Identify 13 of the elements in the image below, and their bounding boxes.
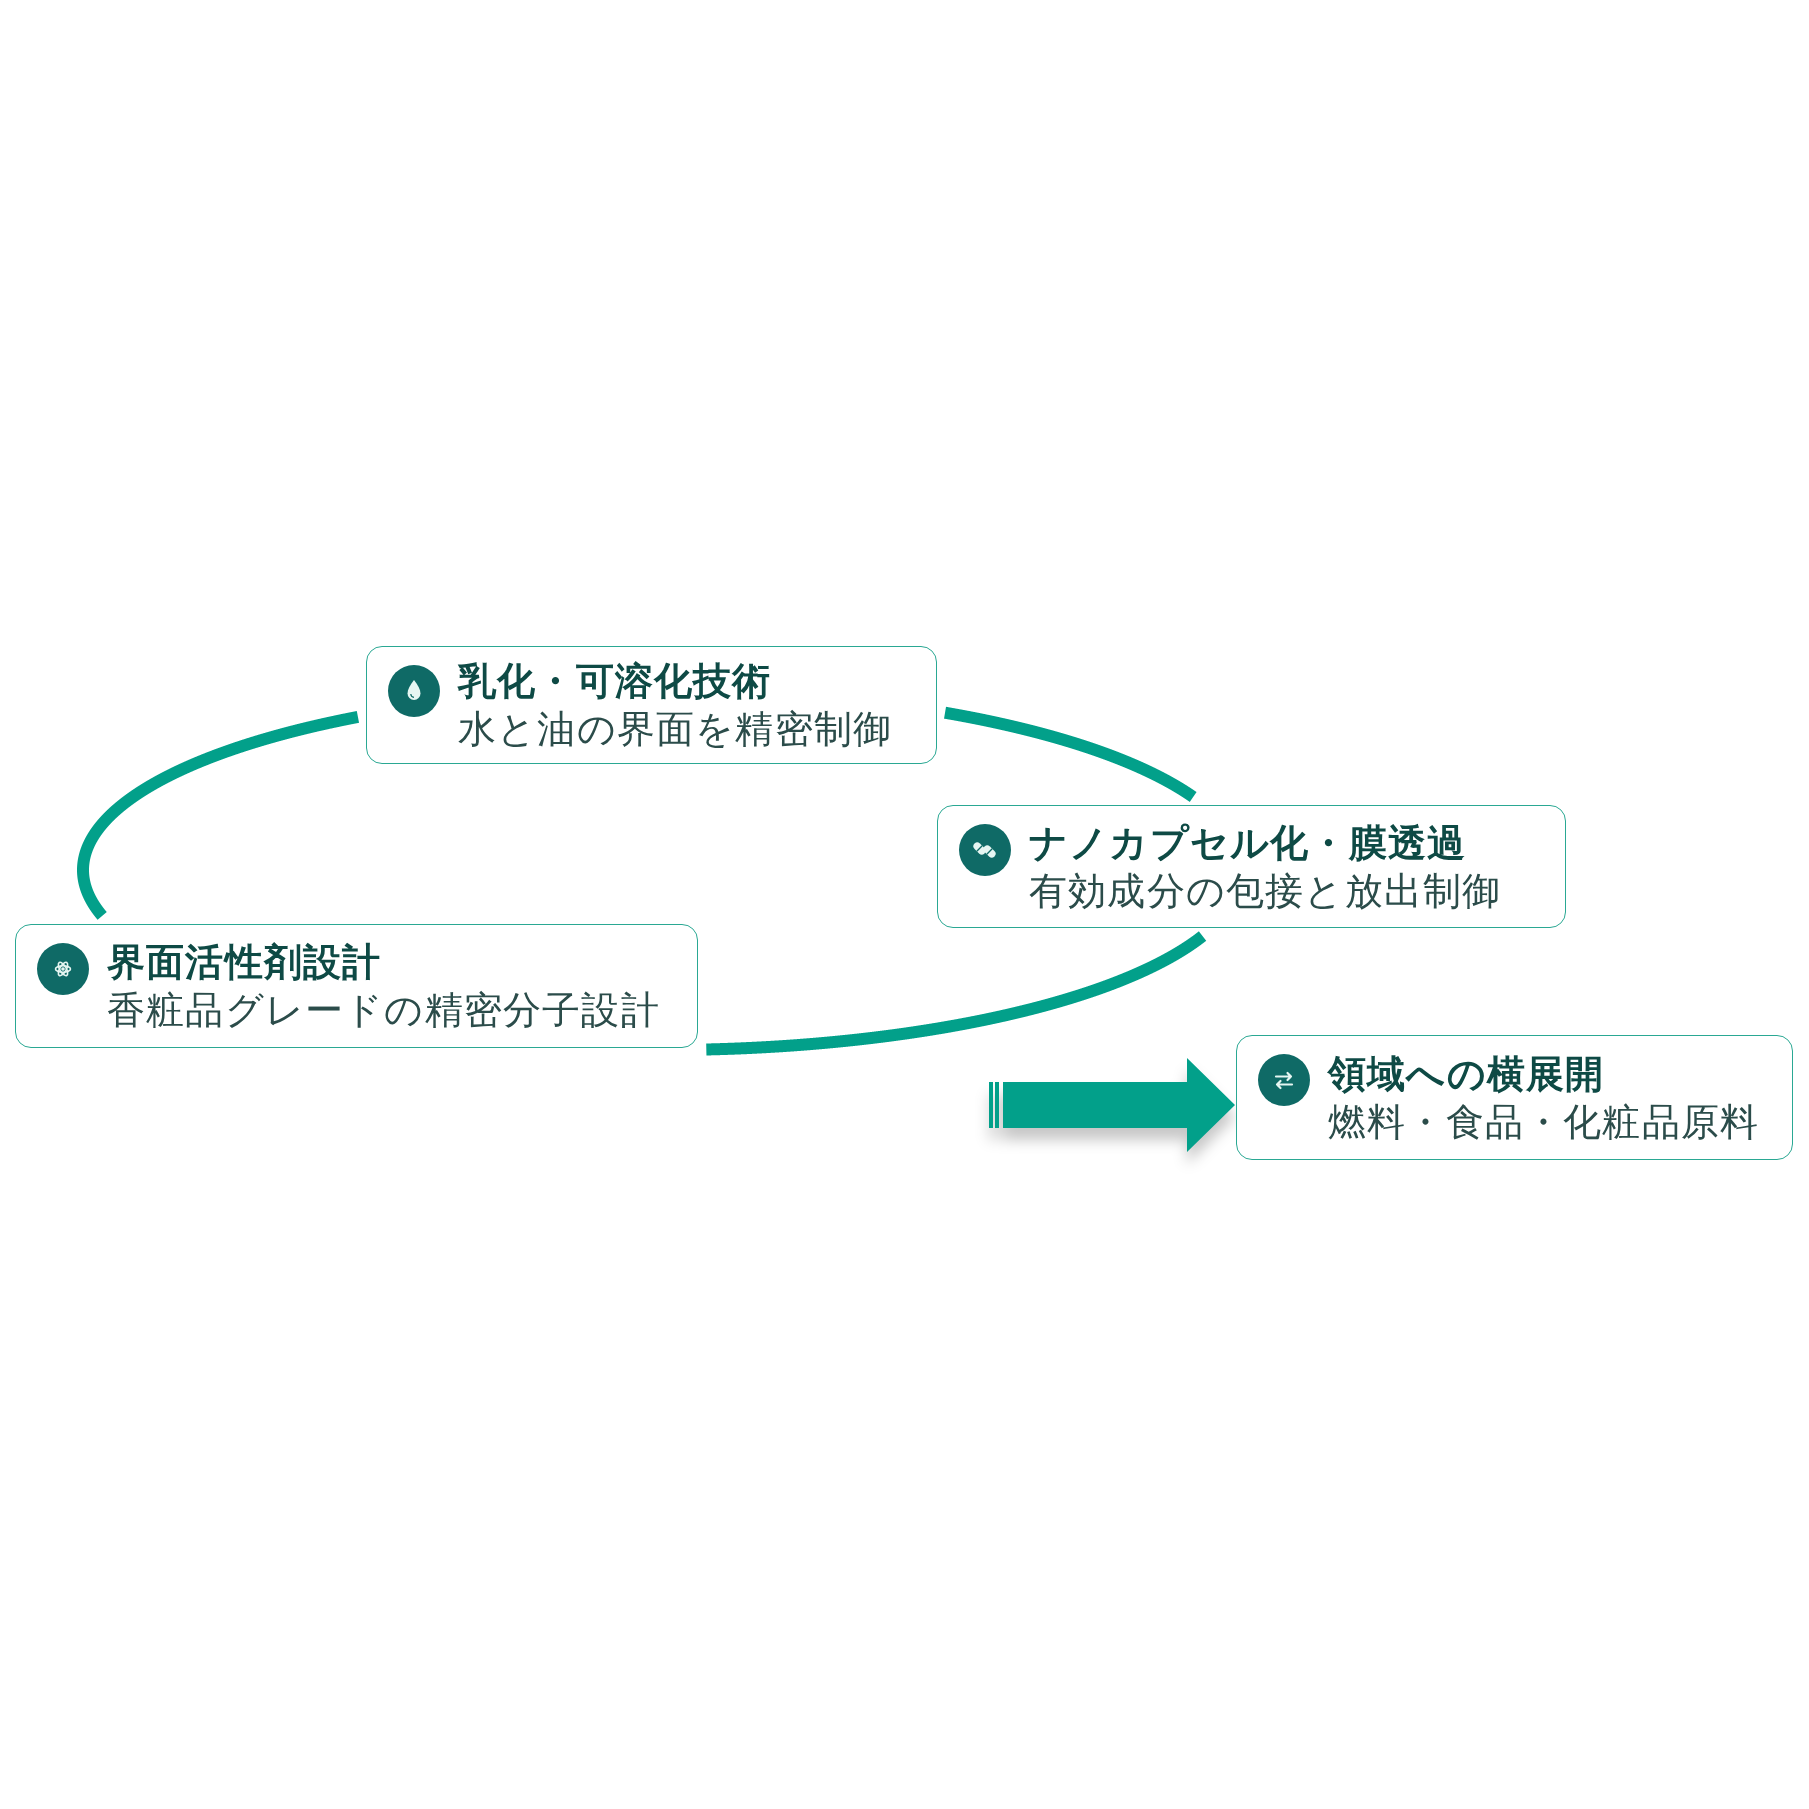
- card-description: 香粧品グレードの精密分子設計: [107, 987, 660, 1034]
- card-title: 界面活性剤設計: [107, 939, 382, 986]
- step-card: [937, 805, 1566, 928]
- card-title: 乳化・可溶化技術: [458, 658, 772, 705]
- step-card: [366, 646, 937, 764]
- step-card: [15, 924, 698, 1048]
- card-title: 領域への横展開: [1328, 1050, 1605, 1098]
- card-description: 有効成分の包接と放出制御: [1029, 867, 1502, 915]
- block-arrow: [989, 1058, 1235, 1152]
- card-description: 水と油の界面を精密制御: [458, 706, 893, 753]
- card-description: 燃料・食品・化粧品原料: [1328, 1098, 1760, 1146]
- card-title: ナノカプセル化・膜透過: [1029, 819, 1467, 867]
- step-card: [1236, 1035, 1793, 1160]
